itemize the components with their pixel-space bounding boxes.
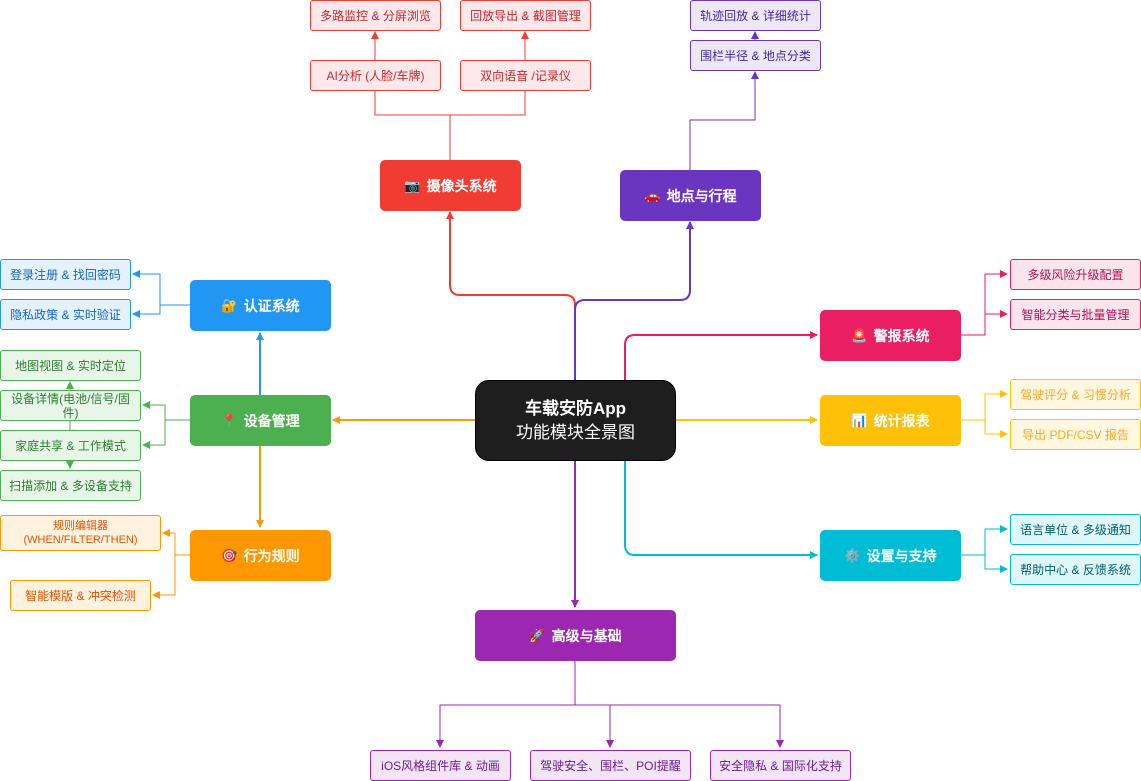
leaf-settings-2: 帮助中心 & 反馈系统 bbox=[1010, 554, 1141, 585]
module-auth[interactable]: 🔐 认证系统 bbox=[190, 280, 331, 331]
leaf-device-1: 地图视图 & 实时定位 bbox=[0, 350, 141, 381]
rocket-icon: 🚀 bbox=[529, 627, 546, 643]
leaf-alarm-1: 多级风险升级配置 bbox=[1010, 259, 1141, 290]
lock-icon: 🔐 bbox=[221, 297, 238, 313]
leaf-rules-2: 智能模版 & 冲突检测 bbox=[10, 580, 151, 611]
leaf-advanced-2: 驾驶安全、围栏、POI提醒 bbox=[530, 750, 691, 781]
module-device-label: 设备管理 bbox=[243, 412, 300, 429]
leaf-rules-1-line1: 规则编辑器 bbox=[53, 520, 108, 532]
leaf-location-2: 围栏半径 & 地点分类 bbox=[690, 40, 821, 71]
module-device[interactable]: 📍 设备管理 bbox=[190, 395, 331, 446]
leaf-camera-1: 多路监控 & 分屏浏览 bbox=[310, 0, 441, 31]
edge-center-location bbox=[574, 221, 694, 380]
module-stats-label: 统计报表 bbox=[873, 412, 930, 429]
leaf-advanced-1: iOS风格组件库 & 动画 bbox=[370, 750, 511, 781]
module-advanced[interactable]: 🚀 高级与基础 bbox=[475, 610, 676, 661]
module-location-label: 地点与行程 bbox=[666, 187, 737, 204]
module-alarm-label: 警报系统 bbox=[873, 327, 930, 344]
edge-center-camera bbox=[446, 211, 576, 380]
leaf-rules-1: 规则编辑器 (WHEN/FILTER/THEN) bbox=[0, 515, 161, 551]
leaf-stats-1: 驾驶评分 & 习惯分析 bbox=[1010, 379, 1141, 410]
pin-icon: 📍 bbox=[221, 412, 238, 428]
module-camera[interactable]: 📷 摄像头系统 bbox=[380, 160, 521, 211]
leaf-auth-1: 登录注册 & 找回密码 bbox=[0, 259, 131, 290]
leaf-alarm-2: 智能分类与批量管理 bbox=[1010, 299, 1141, 330]
leaf-settings-1: 语言单位 & 多级通知 bbox=[1010, 514, 1141, 545]
leaf-device-3: 家庭共享 & 工作模式 bbox=[0, 430, 141, 461]
camera-icon: 📷 bbox=[404, 177, 421, 193]
module-advanced-label: 高级与基础 bbox=[551, 627, 622, 644]
center-node: 车载安防App 功能模块全景图 bbox=[475, 380, 676, 461]
module-alarm[interactable]: 🚨 警报系统 bbox=[820, 310, 961, 361]
leaf-rules-1-line2: (WHEN/FILTER/THEN) bbox=[23, 534, 138, 546]
siren-icon: 🚨 bbox=[851, 327, 868, 343]
gear-icon: ⚙️ bbox=[844, 547, 861, 563]
module-settings-label: 设置与支持 bbox=[866, 547, 937, 564]
edge-center-settings bbox=[624, 460, 818, 559]
leaf-camera-4: 双向语音 /记录仪 bbox=[460, 60, 591, 91]
leaf-camera-2: 回放导出 & 截图管理 bbox=[460, 0, 591, 31]
leaf-location-1: 轨迹回放 & 详细统计 bbox=[690, 0, 821, 31]
module-stats[interactable]: 📊 统计报表 bbox=[820, 395, 961, 446]
leaf-camera-3: AI分析 (人脸/车牌) bbox=[310, 60, 441, 91]
car-icon: 🚗 bbox=[644, 187, 661, 203]
module-location[interactable]: 🚗 地点与行程 bbox=[620, 170, 761, 221]
module-rules[interactable]: 🎯 行为规则 bbox=[190, 530, 331, 581]
leaf-device-4: 扫描添加 & 多设备支持 bbox=[0, 470, 141, 501]
bar-chart-icon: 📊 bbox=[851, 412, 868, 428]
edge-center-alarm bbox=[624, 331, 818, 380]
module-rules-label: 行为规则 bbox=[243, 547, 300, 564]
leaf-stats-2: 导出 PDF/CSV 报告 bbox=[1010, 419, 1141, 450]
leaf-device-2: 设备详情(电池/信号/固件) bbox=[0, 390, 141, 421]
center-subtitle: 功能模块全景图 bbox=[516, 422, 635, 442]
leaf-advanced-3: 安全隐私 & 国际化支持 bbox=[710, 750, 851, 781]
module-settings[interactable]: ⚙️ 设置与支持 bbox=[820, 530, 961, 581]
center-title: 车载安防App bbox=[524, 398, 627, 418]
leaf-auth-2: 隐私政策 & 实时验证 bbox=[0, 299, 131, 330]
module-auth-label: 认证系统 bbox=[243, 297, 300, 314]
module-camera-label: 摄像头系统 bbox=[426, 177, 497, 194]
target-icon: 🎯 bbox=[221, 547, 238, 563]
